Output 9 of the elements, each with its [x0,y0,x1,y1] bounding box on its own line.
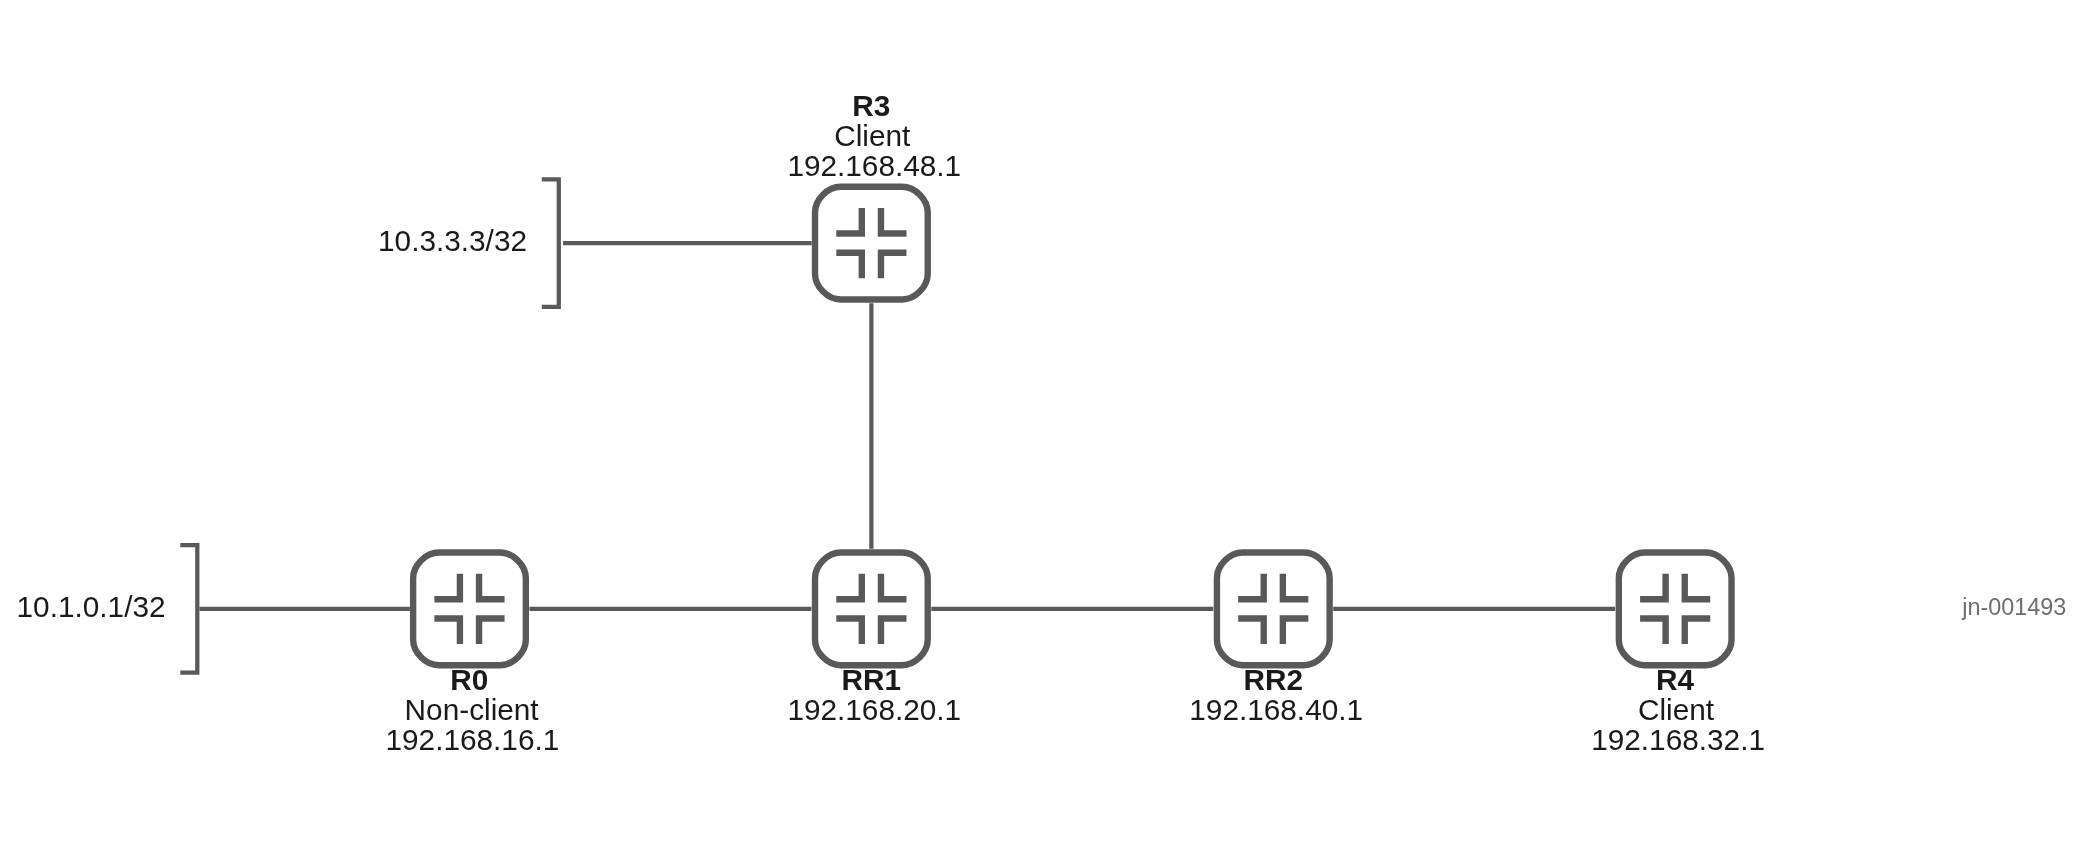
connector [931,606,1214,611]
connector [529,606,812,611]
connector [1333,606,1616,611]
connector [199,606,410,611]
connector [563,240,812,245]
connector [869,302,874,549]
label: jn-001493 [1962,593,2067,620]
node-text: 10.3.3.3/32 [378,223,528,257]
node-text: 10.1.0.1/32 [16,589,166,623]
